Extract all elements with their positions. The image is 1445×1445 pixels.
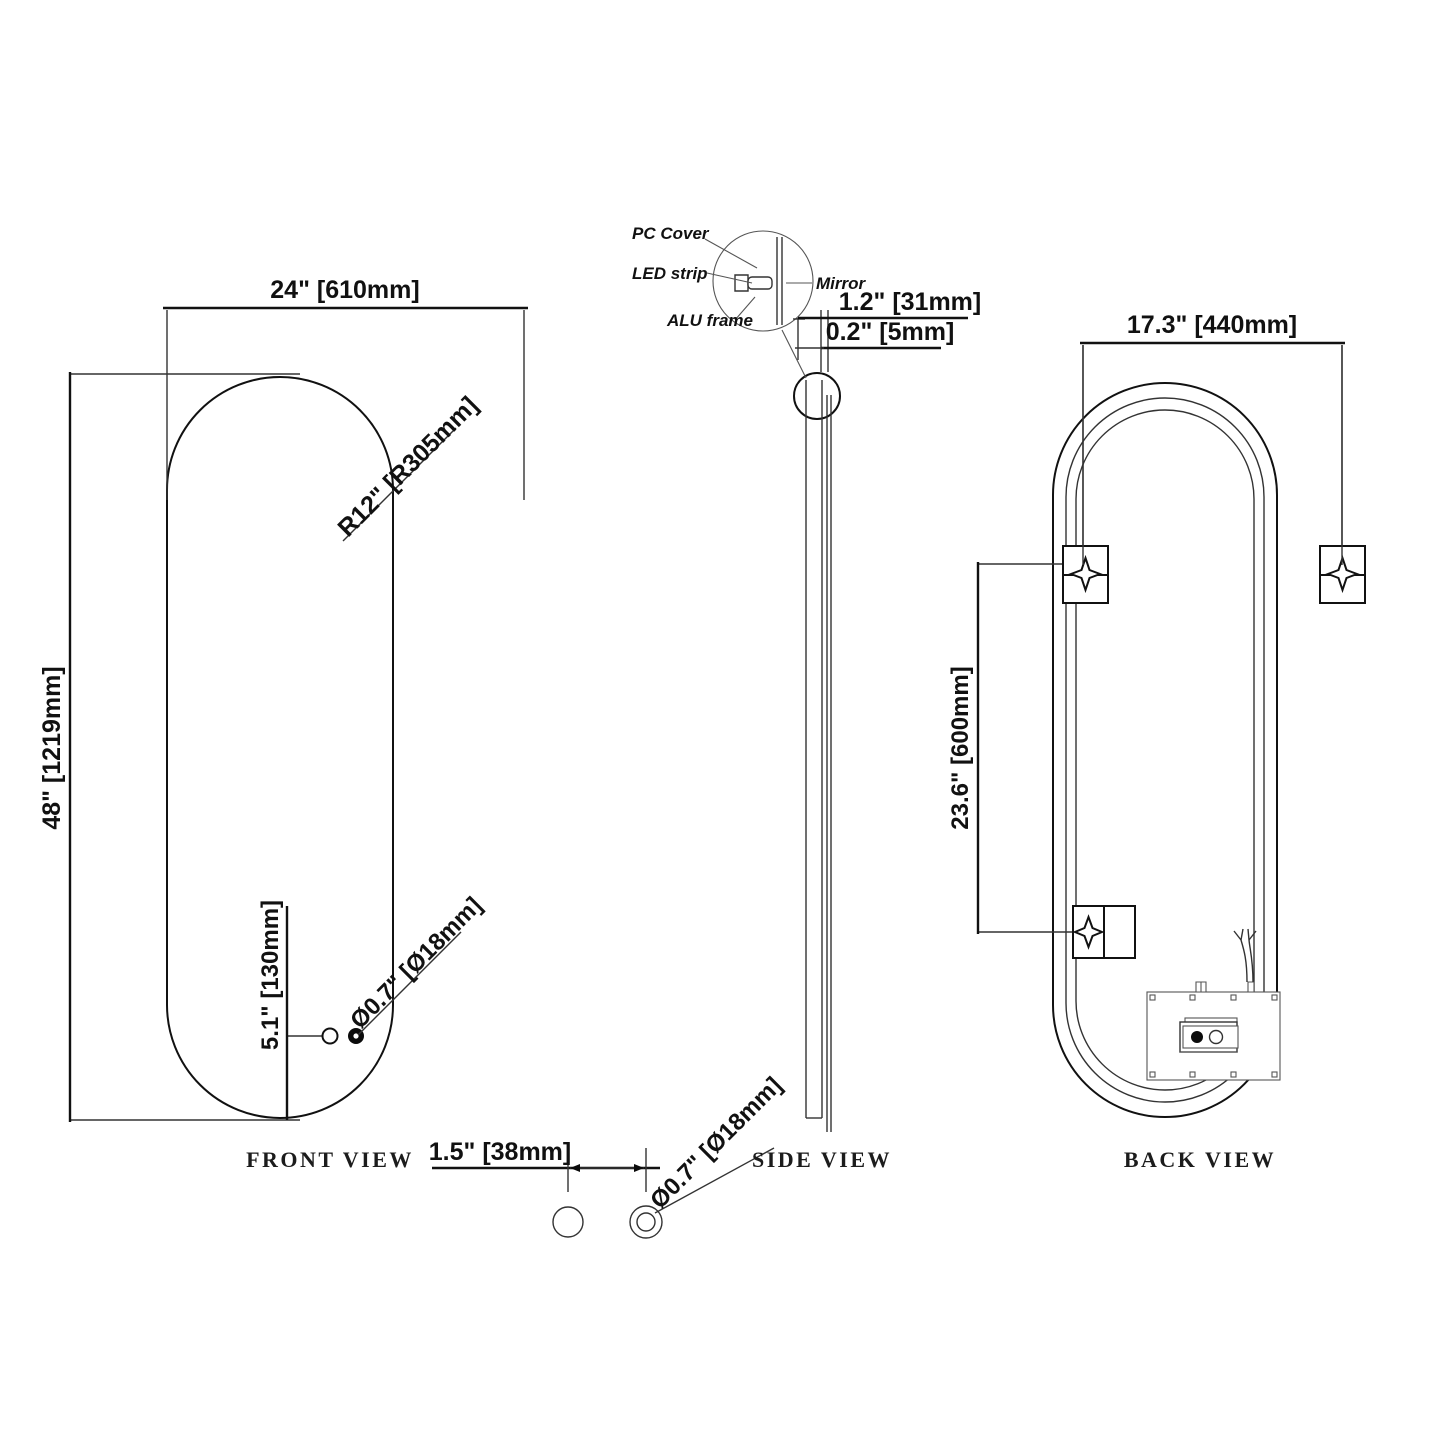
front-sensor-diameter-dimension: Ø0.7" [Ø18mm] xyxy=(345,892,487,1036)
side-detail-led-strip xyxy=(747,276,773,290)
front-radius-dimension: R12" [R305mm] xyxy=(332,391,483,542)
front-width-value: 24" [610mm] xyxy=(270,276,419,304)
back-view-label: BACK VIEW xyxy=(1124,1147,1276,1172)
side-depth-dimensions: 1.2" [31mm] 0.2" [5mm] xyxy=(793,288,981,372)
front-sensor-ring xyxy=(321,1027,339,1045)
button-spacing-value: 1.5" [38mm] xyxy=(429,1138,571,1166)
side-detail-origin-marker xyxy=(793,372,841,420)
button-plain-washer xyxy=(552,1206,584,1238)
bracket-top-right xyxy=(1319,545,1366,604)
side-view-label: SIDE VIEW xyxy=(752,1147,892,1172)
front-view-label: FRONT VIEW xyxy=(246,1147,414,1172)
bracket-bottom-left xyxy=(1072,905,1136,959)
front-sensor-diameter-value: Ø0.7" [Ø18mm] xyxy=(345,892,487,1034)
back-bracket-span-value: 17.3" [440mm] xyxy=(1127,311,1297,339)
button-detail-group: 1.5" [38mm] Ø0.7" [Ø18mm] xyxy=(429,1072,787,1239)
side-view-group: PC Cover LED strip ALU frame Mirror 1.2"… xyxy=(632,224,981,1172)
front-height-value: 48" [1219mm] xyxy=(38,666,66,829)
front-sensor-dot-center xyxy=(353,1033,359,1039)
power-wire xyxy=(1233,928,1257,983)
bracket-top-left xyxy=(1062,545,1109,604)
front-sensor-height-value: 5.1" [130mm] xyxy=(257,900,284,1050)
callout-led-strip: LED strip xyxy=(632,264,708,283)
back-view-group: 17.3" [440mm] 23.6" [600mm] xyxy=(947,311,1366,1172)
button-diameter-value: Ø0.7" [Ø18mm] xyxy=(645,1072,787,1214)
side-detail-bubble xyxy=(712,230,814,332)
front-view-mirror-outline xyxy=(166,376,394,1119)
front-width-dimension: 24" [610mm] xyxy=(163,276,528,500)
button-sensor-washer-inner xyxy=(636,1212,656,1232)
back-bracket-span-dimension: 17.3" [440mm] xyxy=(1080,311,1345,580)
back-view-inner-outline xyxy=(1075,409,1255,1091)
front-height-dimension: 48" [1219mm] xyxy=(38,372,300,1122)
driver-box xyxy=(1146,981,1281,1081)
callout-pc-cover: PC Cover xyxy=(632,224,710,243)
bracket-keyhole-icon xyxy=(1068,554,1103,594)
bracket-keyhole-icon xyxy=(1325,554,1360,594)
front-view-group: 24" [610mm] 48" [1219mm] R12" [R305mm] 5… xyxy=(38,276,528,1172)
side-mirror-thickness-value: 0.2" [5mm] xyxy=(826,318,955,346)
front-sensor-height-dimension: 5.1" [130mm] xyxy=(257,900,327,1120)
driver-connector-block xyxy=(1179,1017,1239,1053)
side-detail-alu-frame xyxy=(734,274,749,292)
callout-alu-frame: ALU frame xyxy=(666,311,753,330)
side-total-depth-value: 1.2" [31mm] xyxy=(839,288,981,316)
front-radius-value: R12" [R305mm] xyxy=(332,391,483,542)
back-bracket-spacing-value: 23.6" [600mm] xyxy=(947,666,974,829)
side-profile xyxy=(805,380,832,1132)
callout-mirror: Mirror xyxy=(816,274,867,293)
bracket-keyhole-icon xyxy=(1072,914,1105,950)
back-bracket-spacing-dimension: 23.6" [600mm] xyxy=(947,562,1100,934)
